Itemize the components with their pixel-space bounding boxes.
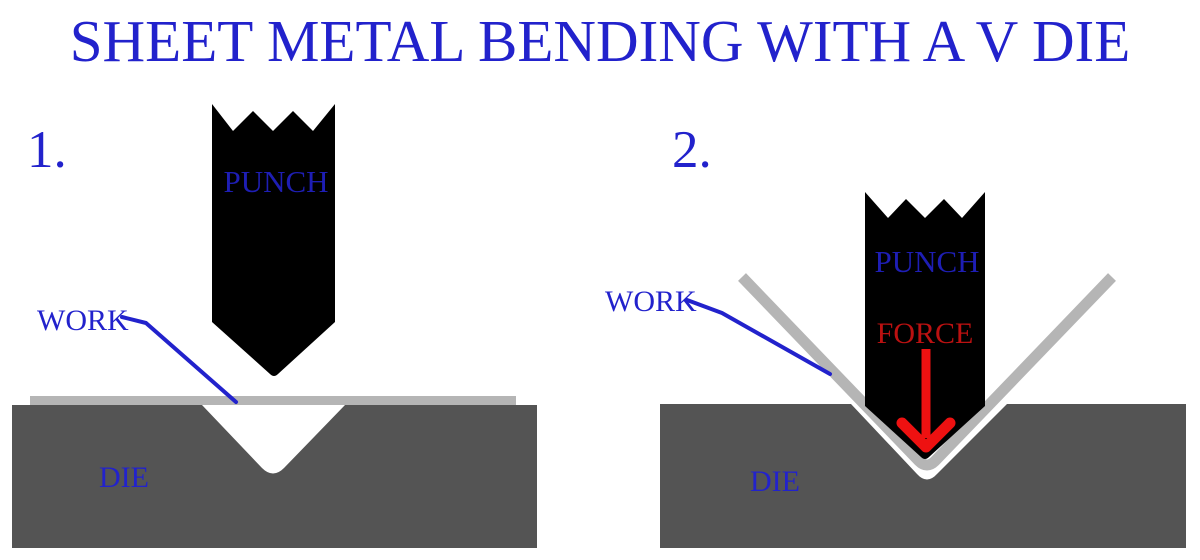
punch-2-shape xyxy=(865,192,985,459)
force-arrow xyxy=(896,349,956,453)
die-2-shape xyxy=(660,404,1186,548)
punch-2-label: PUNCH xyxy=(874,244,980,279)
force-arrowhead xyxy=(896,417,956,453)
punch-1-shape xyxy=(212,104,335,376)
panel-2-number: 2. xyxy=(672,121,712,179)
sheet-2-shape xyxy=(738,273,1116,471)
work-1-label: WORK xyxy=(37,304,129,337)
die-1-shape xyxy=(12,405,537,548)
die-2-label: DIE xyxy=(750,465,800,498)
sheet-1-shape xyxy=(30,396,516,405)
die-1-label: DIE xyxy=(99,461,149,494)
punch-1-label: PUNCH xyxy=(223,164,329,199)
work-leader-line-1 xyxy=(120,315,238,404)
work-2-label: WORK xyxy=(605,285,697,318)
panel-1-number: 1. xyxy=(27,121,67,179)
work-leader-line-2 xyxy=(685,298,832,376)
panel-1-group xyxy=(12,104,537,548)
diagram-title: SHEET METAL BENDING WITH A V DIE xyxy=(69,8,1131,74)
force-label: FORCE xyxy=(876,317,974,350)
panel-2-group xyxy=(660,192,1186,548)
